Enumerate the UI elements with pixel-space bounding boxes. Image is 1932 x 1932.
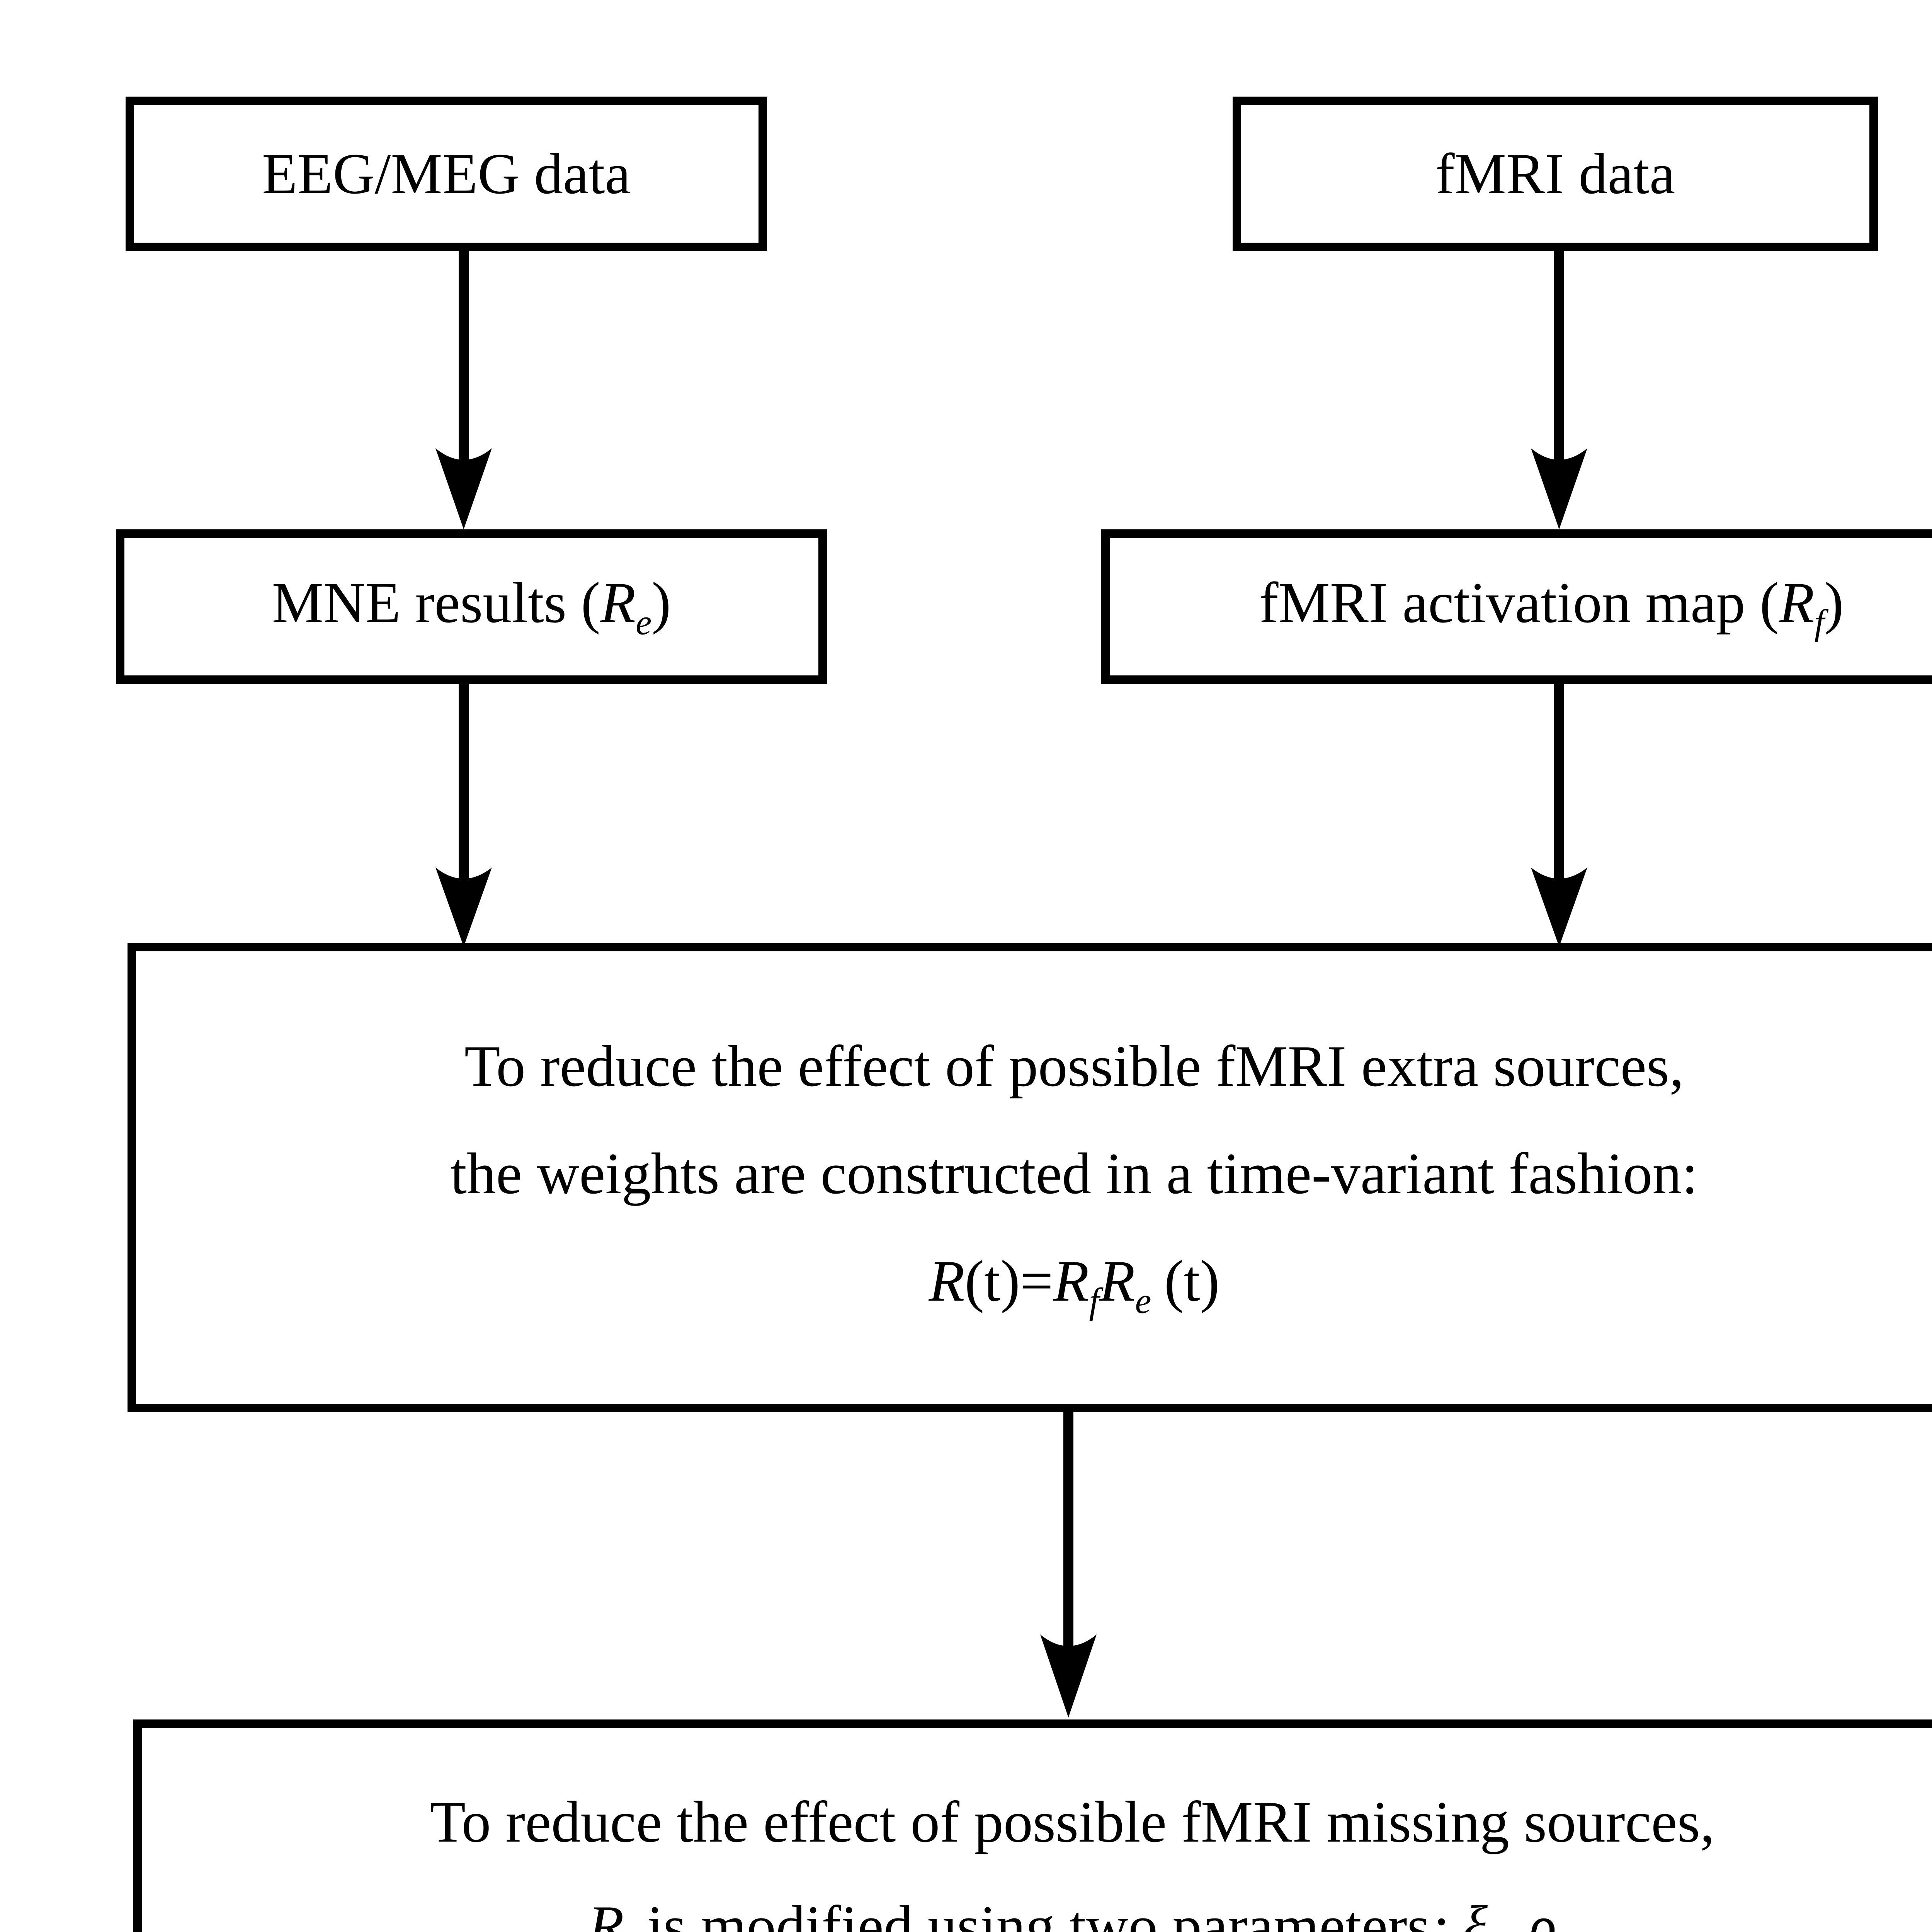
map-subscript-f: f xyxy=(1814,602,1825,643)
parameter-rho: ρ xyxy=(1528,1893,1556,1932)
missing-symbol-R: R xyxy=(588,1893,624,1932)
mne-symbol-R: R xyxy=(600,571,636,635)
reduce-missing-line-2: Rf is modified using two parameters: ξ, ρ xyxy=(142,1893,1932,1932)
edge-eeg-to-mne xyxy=(419,251,508,529)
node-fmri-data-label: fMRI data xyxy=(1435,142,1675,206)
formula-lhs-R: R xyxy=(929,1248,965,1314)
missing-subscript-f: f xyxy=(624,1926,634,1932)
node-fmri-data[interactable]: fMRI data xyxy=(1233,97,1878,251)
node-fmri-activation-map-label: fMRI activation map (Rf) xyxy=(1110,570,1932,643)
parameter-separator: , xyxy=(1488,1893,1503,1932)
node-reduce-extra-sources[interactable]: To reduce the effect of possible fMRI ex… xyxy=(128,943,1932,1412)
missing-text: is modified using two parameters xyxy=(647,1893,1430,1932)
edge-mne-to-extra xyxy=(419,684,508,947)
mne-text-after: ) xyxy=(651,571,671,635)
node-eeg-meg-data[interactable]: EEG/MEG data xyxy=(126,97,767,251)
node-mne-results[interactable]: MNE results (Re) xyxy=(116,529,827,684)
formula-rhs-R1: R xyxy=(1053,1248,1089,1314)
reduce-extra-line-1: To reduce the effect of possible fMRI ex… xyxy=(464,1033,1684,1099)
map-text-after: ) xyxy=(1824,571,1844,635)
mne-text-before: MNE results ( xyxy=(272,571,600,635)
map-symbol-R: R xyxy=(1779,571,1815,635)
node-reduce-missing-sources[interactable]: To reduce the effect of possible fMRI mi… xyxy=(133,1719,1932,1932)
reduce-extra-formula: R(t)=RfRe(t) xyxy=(136,1248,1932,1322)
node-eeg-meg-data-label: EEG/MEG data xyxy=(262,142,631,206)
parameter-xi: ξ xyxy=(1462,1893,1488,1932)
formula-rhs-R2: R xyxy=(1099,1248,1135,1314)
edge-fmri-to-map xyxy=(1515,251,1604,529)
reduce-extra-line-2: the weights are constructed in a time-va… xyxy=(450,1141,1698,1206)
formula-rhs-sub-e: e xyxy=(1135,1281,1151,1321)
formula-lhs-arg: (t) xyxy=(964,1248,1020,1314)
map-text-before: fMRI activation map ( xyxy=(1259,571,1779,635)
missing-colon: : xyxy=(1430,1893,1450,1932)
edge-map-to-extra xyxy=(1515,684,1604,947)
mne-subscript-e: e xyxy=(636,602,652,643)
reduce-missing-line-1: To reduce the effect of possible fMRI mi… xyxy=(430,1789,1715,1854)
node-fmri-activation-map[interactable]: fMRI activation map (Rf) xyxy=(1101,529,1932,684)
formula-operator: = xyxy=(1020,1248,1053,1314)
node-mne-results-label: MNE results (Re) xyxy=(124,570,818,643)
formula-rhs-arg: (t) xyxy=(1164,1248,1220,1314)
edge-extra-to-missing xyxy=(1024,1412,1113,1718)
formula-rhs-sub-f: f xyxy=(1089,1281,1099,1321)
